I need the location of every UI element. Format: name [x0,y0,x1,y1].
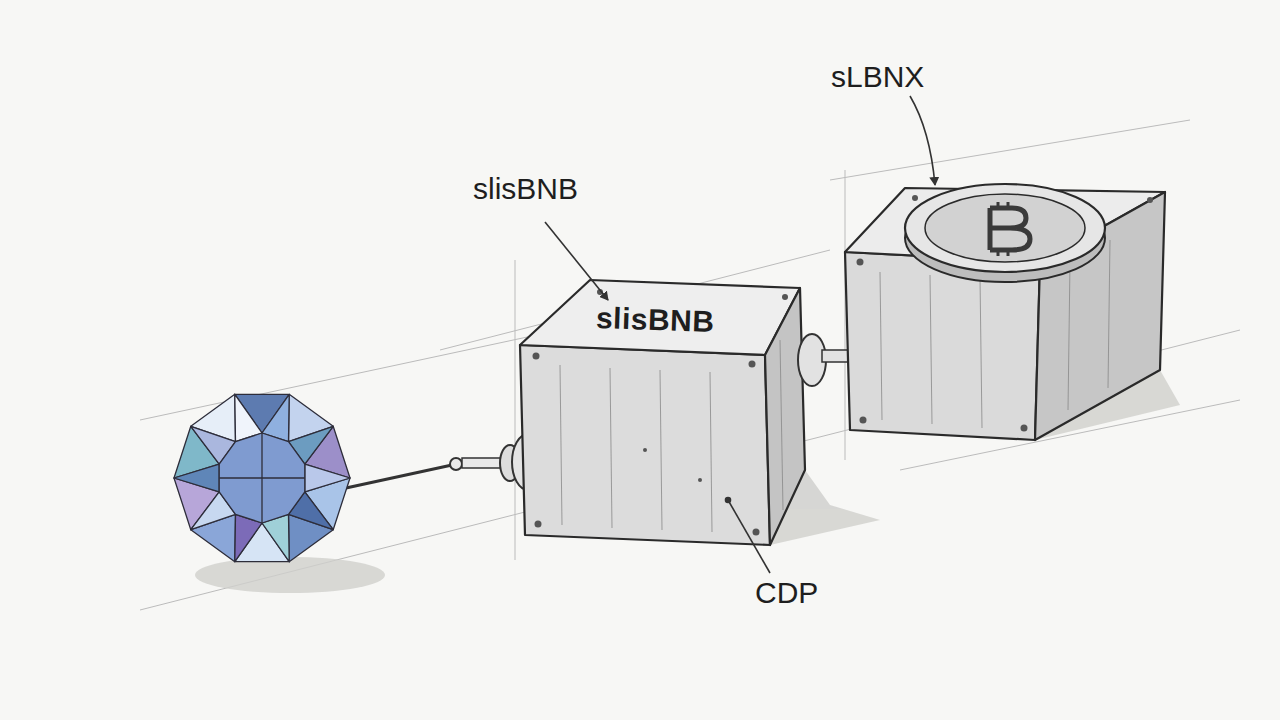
token-box [845,188,1165,440]
connecting-rod [346,434,544,490]
box-label-face: slisBNB [587,297,723,344]
callout-label: CDP [752,576,821,610]
callout-label: slisBNB [470,172,581,206]
leader-lines [545,96,935,573]
cdp-box [520,280,805,545]
box-title: slisBNB [595,301,715,339]
construction-lines [140,120,1240,610]
bitcoin-coin [905,184,1105,282]
callout-label: sLBNX [828,60,927,94]
diamond-gem [174,394,350,561]
